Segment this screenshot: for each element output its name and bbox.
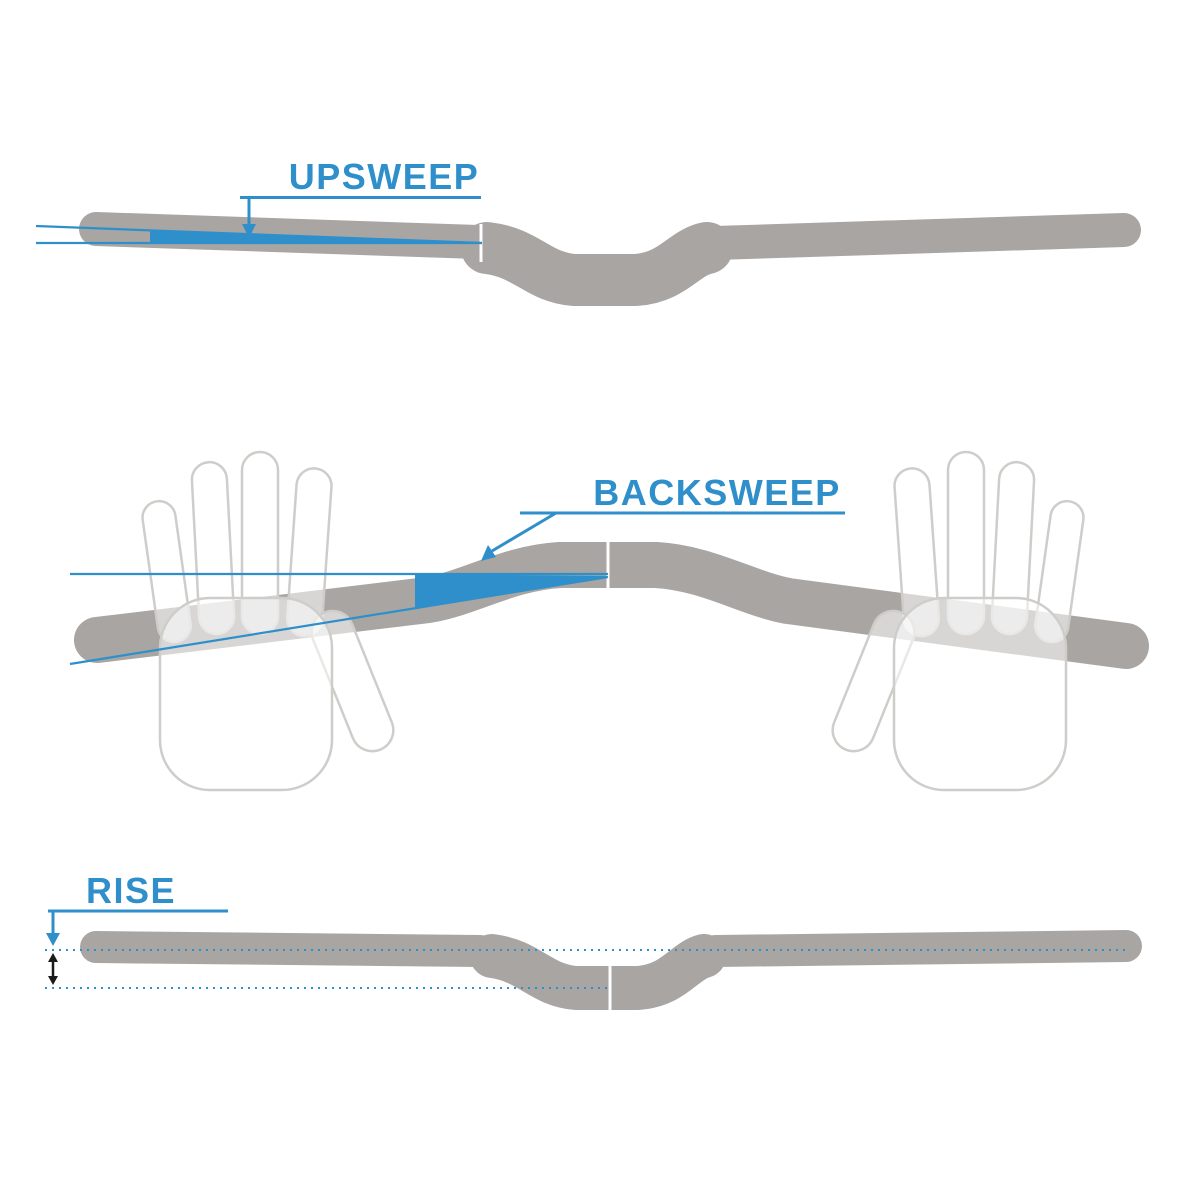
backsweep-label: BACKSWEEP: [593, 472, 841, 513]
backsweep-arrowhead-icon: [481, 545, 496, 561]
upsweep-arrowhead-icon: [242, 224, 256, 238]
upsweep-label: UPSWEEP: [289, 156, 480, 197]
backsweep-leader-line: [491, 511, 557, 553]
rise-measure-down-arrowhead-icon: [48, 976, 58, 985]
rise-arrowhead-icon: [46, 933, 60, 946]
upsweep-view: UPSWEEP: [35, 156, 1141, 306]
handlebar-rise-clamp-bulge: [470, 934, 726, 1010]
rise-label: RISE: [86, 870, 176, 911]
rise-measure-up-arrowhead-icon: [48, 953, 58, 962]
backsweep-view: BACKSWEEP: [69, 450, 1149, 792]
rise-view: RISE: [45, 870, 1142, 1012]
upsweep-bar-axis-line: [35, 224, 483, 245]
backsweep-bar-axis-line: [69, 575, 609, 666]
handlebar-clamp-bulge: [461, 222, 733, 306]
